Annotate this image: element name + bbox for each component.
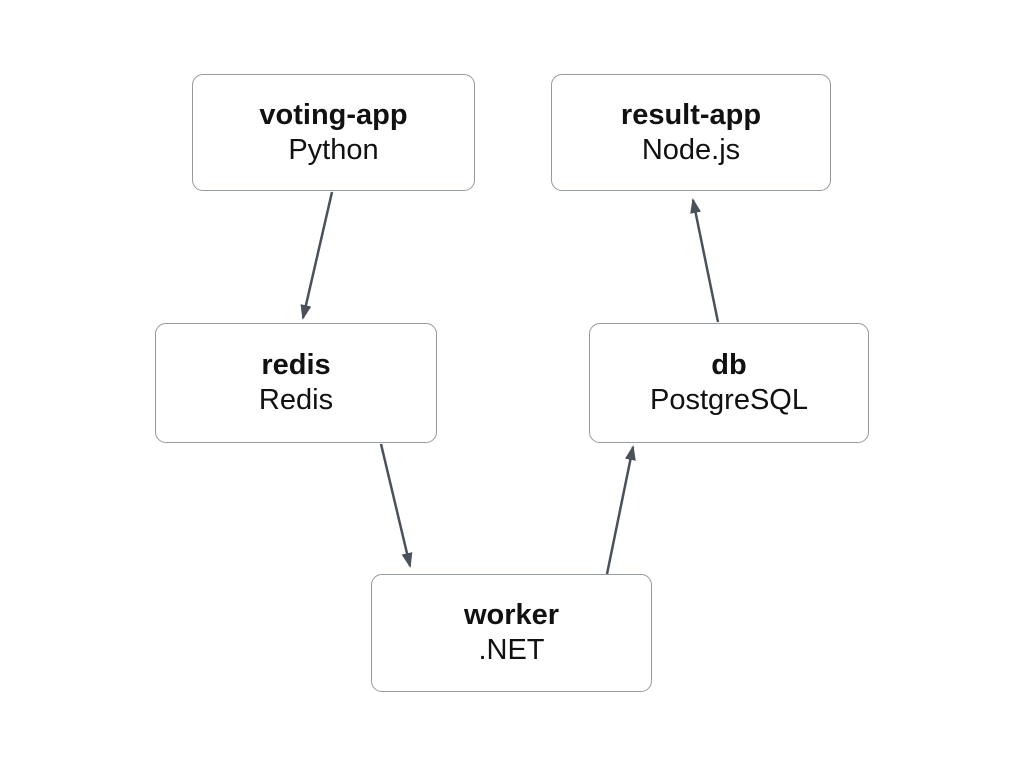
edge-redis-to-worker (379, 443, 413, 568)
node-sublabel: PostgreSQL (650, 384, 808, 416)
node-voting-app: voting-app Python (192, 74, 475, 191)
node-redis: redis Redis (155, 323, 437, 443)
node-sublabel: Python (288, 133, 379, 166)
node-sublabel: Node.js (641, 133, 741, 166)
edge-db-to-result-app (690, 198, 720, 323)
node-label: result-app (620, 98, 762, 131)
node-sublabel: Redis (258, 384, 334, 416)
node-result-app: result-app Node.js (551, 74, 831, 191)
edge-worker-to-db (605, 445, 636, 575)
node-label: redis (261, 349, 331, 381)
node-label: worker (463, 599, 560, 631)
node-db: db PostgreSQL (589, 323, 869, 443)
node-worker: worker .NET (371, 574, 652, 692)
node-label: db (711, 349, 747, 381)
edge-voting-app-to-redis (300, 191, 334, 320)
node-sublabel: .NET (478, 634, 545, 666)
node-label: voting-app (259, 98, 408, 131)
